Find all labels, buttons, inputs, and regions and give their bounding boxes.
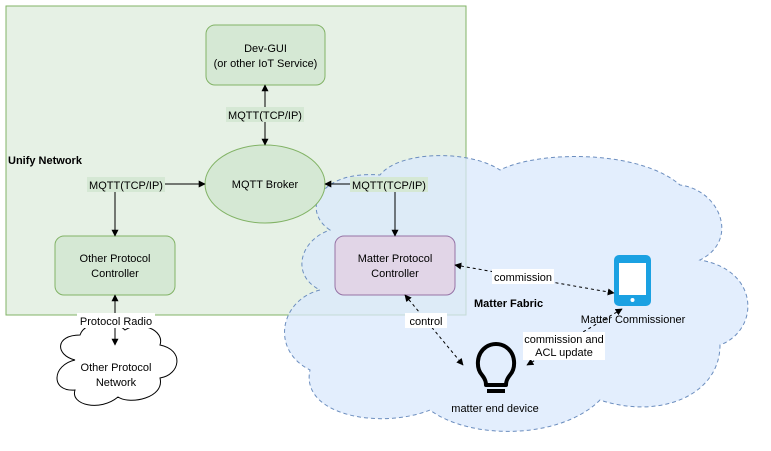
smartphone-icon: [614, 255, 651, 306]
matter-commissioner-label: Matter Commissioner: [581, 314, 686, 326]
matter-end-device-label: matter end device: [451, 403, 538, 415]
unify-network-label: Unify Network: [8, 155, 83, 167]
edge-label-bg: [492, 269, 554, 284]
edge-label-protocol-radio: Protocol Radio: [80, 316, 152, 328]
edge-label-control: control: [409, 316, 442, 328]
edge-label-bg: [226, 107, 304, 122]
edge-label-mqtt: MQTT(TCP/IP): [89, 180, 163, 192]
dev-gui-title: Dev-GUI: [244, 43, 287, 55]
edge-label-bg: [77, 313, 155, 328]
other-protocol-network-cloud: [56, 322, 178, 406]
matter-protocol-controller-label: Matter Protocol: [358, 253, 433, 265]
matter-protocol-controller-node: [334, 235, 456, 296]
mqtt-broker-label: MQTT Broker: [232, 179, 299, 191]
edge-label-commission: commission: [494, 272, 552, 284]
other-protocol-controller-label: Controller: [91, 268, 139, 280]
edge-label-commission-acl: commission and: [524, 334, 603, 346]
lightbulb-icon: [475, 342, 517, 393]
edge-label-bg: [350, 177, 428, 192]
matter-protocol-controller-label: Controller: [371, 268, 419, 280]
edge-label-mqtt: MQTT(TCP/IP): [228, 110, 302, 122]
edge-label-bg: [523, 332, 605, 360]
matter-fabric-label: Matter Fabric: [474, 298, 543, 310]
edge-label-mqtt: MQTT(TCP/IP): [352, 180, 426, 192]
edge-label-bg: [87, 177, 165, 192]
edge-label-commission-acl: ACL update: [535, 347, 593, 359]
dev-gui-node: [205, 24, 326, 86]
other-protocol-network-label: Other Protocol: [81, 362, 152, 374]
other-protocol-controller-label: Other Protocol: [80, 253, 151, 265]
other-protocol-network-label: Network: [96, 377, 137, 389]
other-protocol-controller-node: [54, 235, 176, 296]
dev-gui-subtitle: (or other IoT Service): [214, 58, 318, 70]
edge-label-bg: [405, 313, 447, 328]
